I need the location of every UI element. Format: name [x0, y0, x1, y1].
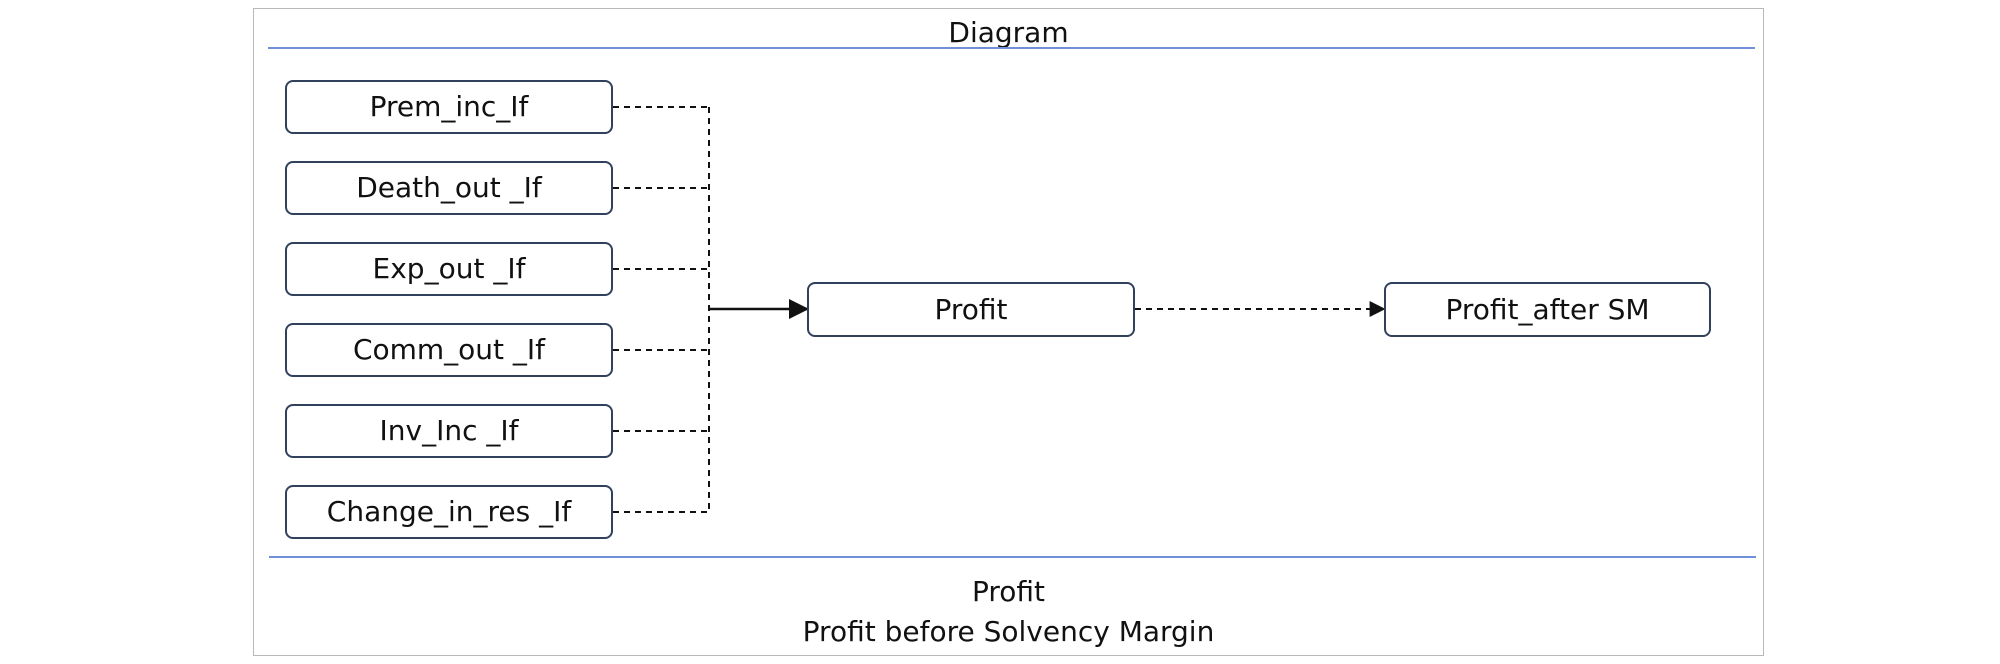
caption-description: Profit before Solvency Margin	[802, 615, 1215, 648]
node-prem-inc-lf-label: Prem_inc_If	[369, 90, 529, 123]
node-profit-after-sm-label: Profit_after SM	[1445, 292, 1650, 326]
node-change-in-res-lf-label: Change_in_res _If	[326, 495, 572, 528]
node-comm-out-lf-label: Comm_out _If	[352, 333, 546, 366]
node-death-out-lf-label: Death_out _If	[356, 171, 542, 204]
node-prem-inc-lf: Prem_inc_If	[285, 80, 613, 134]
top-separator	[268, 47, 1755, 49]
node-inv-inc-lf: Inv_Inc _If	[285, 404, 613, 458]
node-change-in-res-lf: Change_in_res _If	[285, 485, 613, 539]
node-death-out-lf: Death_out _If	[285, 161, 613, 215]
bottom-separator	[269, 556, 1756, 558]
node-profit-label: Profit	[934, 292, 1008, 326]
node-exp-out-lf: Exp_out _If	[285, 242, 613, 296]
node-comm-out-lf: Comm_out _If	[285, 323, 613, 377]
diagram-title: Diagram	[948, 16, 1069, 49]
caption-profit: Profit	[971, 575, 1046, 608]
node-profit: Profit	[807, 282, 1135, 337]
node-exp-out-lf-label: Exp_out _If	[372, 252, 526, 285]
diagram-frame: Diagram Prem_inc_If Death_out _If Exp_ou…	[253, 8, 1764, 656]
node-profit-after-sm: Profit_after SM	[1384, 282, 1711, 337]
node-inv-inc-lf-label: Inv_Inc _If	[379, 414, 519, 447]
